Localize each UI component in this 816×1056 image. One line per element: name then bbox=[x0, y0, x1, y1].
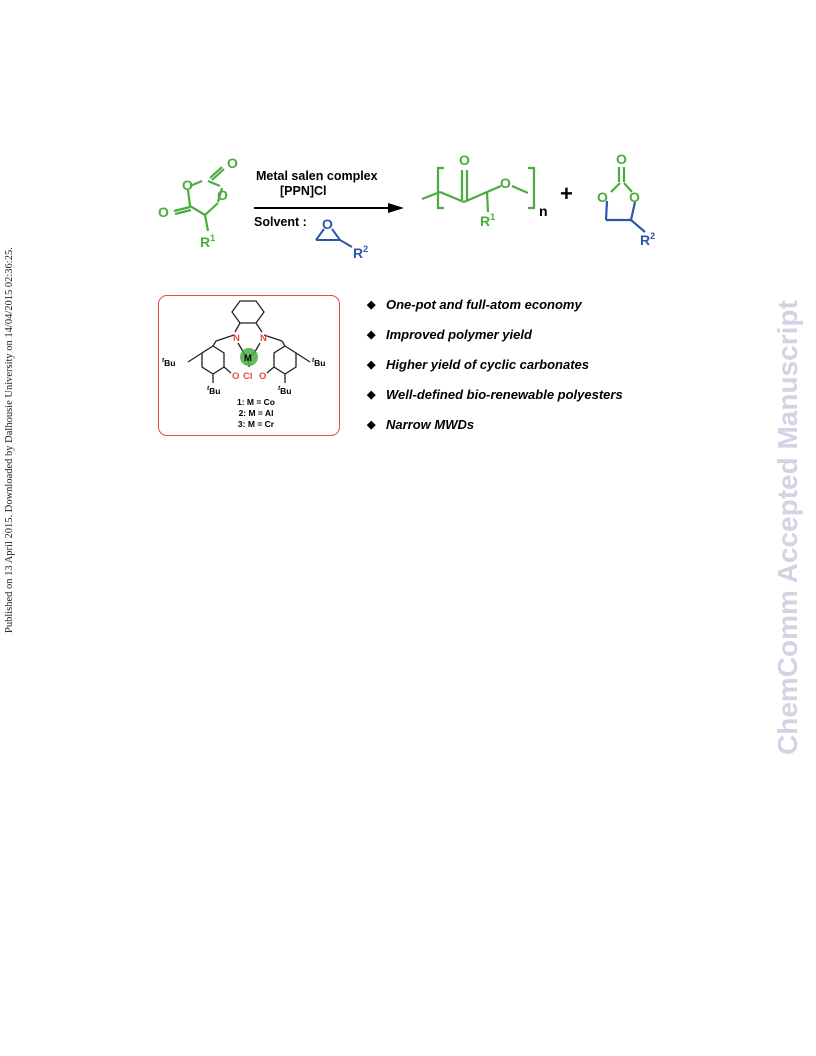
polymer-ester-oxygen: O bbox=[500, 175, 511, 191]
reaction-scheme: O O O O R1 Metal salen complex [PPN]Cl S… bbox=[158, 151, 655, 260]
condition-catalyst: Metal salen complex bbox=[256, 169, 378, 183]
imine-nitrogen-left: N bbox=[233, 333, 240, 344]
metal-center-highlight bbox=[240, 348, 258, 366]
reactant-substituent-r: R1 bbox=[200, 233, 215, 250]
feature-item: ◆ Higher yield of cyclic carbonates bbox=[367, 356, 623, 386]
tbu-right: tBu bbox=[312, 357, 326, 368]
phenolate-oxygen-right: O bbox=[259, 371, 266, 382]
condition-solvent-label: Solvent : bbox=[254, 215, 307, 229]
polymer-substituent-r: R1 bbox=[480, 212, 495, 229]
tbu-left-suffix: Bu bbox=[164, 358, 175, 368]
feature-text: Improved polymer yield bbox=[386, 327, 532, 342]
polymer-carbonyl-oxygen: O bbox=[459, 152, 470, 168]
catalyst-structure-panel bbox=[158, 295, 340, 436]
diamond-bullet-icon: ◆ bbox=[367, 419, 376, 431]
reactant-anhydride bbox=[173, 166, 225, 232]
condition-cocatalyst: [PPN]Cl bbox=[280, 184, 327, 198]
metal-symbol: M bbox=[244, 353, 252, 364]
epoxide-r-letter: R bbox=[353, 245, 363, 260]
catalyst-label-2: 2: M = Al bbox=[238, 408, 274, 418]
epoxide-r-superscript: 2 bbox=[363, 244, 368, 254]
feature-text: Well-defined bio-renewable polyesters bbox=[386, 387, 623, 402]
tbu-bottom-left: tBu bbox=[207, 385, 221, 396]
reaction-arrow-head bbox=[388, 203, 404, 213]
carbonate-ring-oxygen-right: O bbox=[629, 189, 640, 205]
cyclic-carbonate-green-bonds bbox=[610, 167, 633, 193]
cyclic-carbonate-structure bbox=[604, 200, 646, 233]
catalyst-label-3: 3: M = Cr bbox=[237, 419, 275, 429]
diamond-bullet-icon: ◆ bbox=[367, 329, 376, 341]
tbu-left: tBu bbox=[162, 357, 176, 368]
diamond-bullet-icon: ◆ bbox=[367, 389, 376, 401]
publication-sidebar-note: Published on 13 April 2015. Downloaded b… bbox=[4, 247, 15, 633]
cyclohexane-ring bbox=[231, 300, 265, 333]
feature-item: ◆ Improved polymer yield bbox=[367, 326, 623, 356]
feature-text: One-pot and full-atom economy bbox=[386, 297, 582, 312]
reactant-atom-o1: O bbox=[227, 155, 238, 171]
repeat-index-n: n bbox=[539, 203, 548, 219]
tbu-bottom-right: tBu bbox=[278, 385, 292, 396]
reactant-atom-o4: O bbox=[158, 204, 169, 220]
tbu-bottom-left-suffix: Bu bbox=[209, 386, 220, 396]
polymer-r-superscript: 1 bbox=[490, 212, 495, 222]
epoxide-substituent-r: R2 bbox=[353, 244, 368, 260]
polymer-r-letter: R bbox=[480, 213, 490, 229]
carbonate-r-superscript: 2 bbox=[650, 231, 655, 241]
feature-list: ◆ One-pot and full-atom economy ◆ Improved… bbox=[367, 296, 623, 446]
epoxide-oxygen: O bbox=[322, 216, 333, 232]
carbonate-ring-oxygen-left: O bbox=[597, 189, 608, 205]
feature-text: Higher yield of cyclic carbonates bbox=[386, 357, 590, 372]
feature-text: Narrow MWDs bbox=[386, 417, 475, 432]
tbu-right-suffix: Bu bbox=[314, 358, 325, 368]
tbu-right-prefix: t bbox=[312, 357, 315, 364]
catalyst-label-1: 1: M = Co bbox=[236, 397, 276, 407]
salen-complex-structure: M N N O O Cl tBu tBu tBu tBu bbox=[162, 300, 326, 396]
plus-sign: + bbox=[560, 181, 573, 206]
tbu-bottom-right-suffix: Bu bbox=[280, 386, 291, 396]
imine-nitrogen-right: N bbox=[260, 333, 267, 344]
reactant-r-superscript: 1 bbox=[210, 233, 215, 243]
feature-item: ◆ Narrow MWDs bbox=[367, 416, 623, 446]
reactant-atom-o3: O bbox=[217, 187, 228, 203]
feature-item: ◆ Well-defined bio-renewable polyesters bbox=[367, 386, 623, 416]
repeat-brackets bbox=[436, 166, 536, 210]
tbu-left-prefix: t bbox=[162, 357, 165, 364]
reactant-r-letter: R bbox=[200, 234, 210, 250]
tbu-bottom-left-prefix: t bbox=[207, 385, 210, 392]
carbonate-carbonyl-oxygen: O bbox=[616, 151, 627, 167]
reactant-atom-o2: O bbox=[182, 177, 193, 193]
chloride-ligand: Cl bbox=[243, 371, 253, 382]
phenolate-oxygen-left: O bbox=[232, 371, 239, 382]
carbonate-substituent-r: R2 bbox=[640, 231, 655, 248]
diamond-bullet-icon: ◆ bbox=[367, 299, 376, 311]
polyester-repeat-unit bbox=[421, 170, 529, 213]
carbonate-r-letter: R bbox=[640, 232, 650, 248]
feature-item: ◆ One-pot and full-atom economy bbox=[367, 296, 623, 326]
tbu-bottom-right-prefix: t bbox=[278, 385, 281, 392]
catalyst-labels: 1: M = Co 2: M = Al 3: M = Cr bbox=[208, 397, 304, 430]
epoxide-structure bbox=[315, 228, 353, 248]
accepted-manuscript-watermark: ChemComm Accepted Manuscript bbox=[772, 300, 803, 755]
diamond-bullet-icon: ◆ bbox=[367, 359, 376, 371]
